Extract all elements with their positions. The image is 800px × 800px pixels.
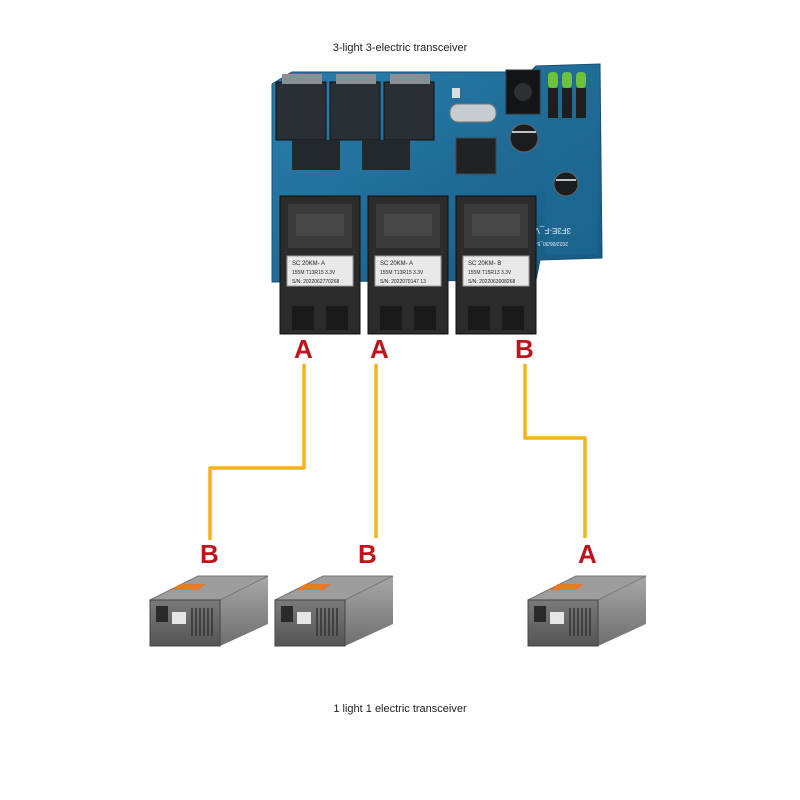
module-label-line: S/N: 2022063008268: [468, 279, 515, 285]
module-label-line: SC 20KM- B: [468, 261, 501, 267]
green-led-icon: [548, 72, 586, 118]
media-converter-icon: [274, 575, 394, 647]
module-label-3: SC 20KM- B 155M T15R13 3.3V S/N: 2022063…: [468, 261, 515, 285]
fiber-module-1: [279, 195, 361, 335]
board-port-letter-1: A: [294, 334, 313, 364]
module-label-line: S/N: 2022062770268: [292, 279, 339, 285]
fiber-links: [208, 364, 587, 540]
module-label-line: SC 20KM- A: [292, 261, 325, 267]
board-caption: 3-light 3-electric transceiver: [332, 42, 468, 54]
module-label-line: 155M T15R13 3.3V: [468, 270, 512, 276]
media-converter-icon: [149, 575, 269, 647]
converter-caption: 1 light 1 electric transceiver: [333, 703, 467, 715]
module-label-line: SC 20KM- A: [380, 261, 413, 267]
fiber-module-3: [455, 195, 537, 335]
module-label-1: SC 20KM- A 155M T13R15 3.3V S/N: 2022062…: [292, 261, 339, 285]
converter-port-letter-3: A: [578, 539, 597, 569]
fiber-link-3: [523, 364, 587, 538]
svg-text:2022/06/30_5-24V: 2022/06/30_5-24V: [526, 240, 568, 246]
module-label-2: SC 20KM- A 155M T13R15 3.3V S/N: 2022070…: [380, 261, 426, 285]
fiber-link-1: [208, 364, 306, 540]
converter-port-letter-2: B: [358, 539, 377, 569]
rj45-ports: [275, 74, 435, 170]
module-label-line: S/N: 2022070147 13: [380, 279, 426, 285]
module-label-line: 155M T13R15 3.3V: [380, 270, 424, 276]
module-label-line: 155M T13R15 3.3V: [292, 270, 336, 276]
converter-port-letter-1: B: [200, 539, 219, 569]
svg-text:3F3E-F_V1.01: 3F3E-F_V1.01: [518, 226, 571, 235]
fiber-module-2: [367, 195, 449, 335]
media-converter-icon: [527, 575, 647, 647]
board-port-letter-2: A: [370, 334, 389, 364]
board-port-letter-3: B: [515, 334, 534, 364]
